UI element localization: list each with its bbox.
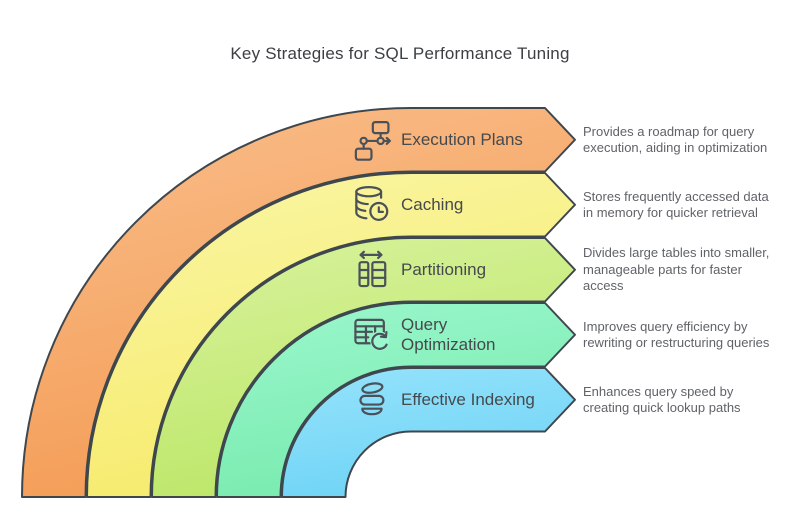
table-refresh-icon [349,313,393,357]
band-description-query-optimization: Improves query efficiency by rewriting o… [583,318,770,350]
band-description-caching: Stores frequently accessed data in memor… [583,188,769,220]
band-label-effective-indexing: Effective Indexing [401,389,535,409]
flowchart-arrow-icon [349,118,393,162]
band-label-caching: Caching [401,194,464,214]
band-label-partitioning: Partitioning [401,259,487,279]
band-description-execution-plans: Provides a roadmap for query execution, … [583,123,768,155]
band-partitioning [151,237,576,498]
layered-disc-icon [349,378,393,422]
band-description-effective-indexing: Enhances query speed by creating quick l… [583,383,741,415]
band-query-optimization [216,302,576,498]
page-title: Key Strategies for SQL Performance Tunin… [230,44,570,63]
band-description-partitioning: Divides large tables into smaller, manag… [583,245,770,294]
database-clock-icon [349,183,393,227]
split-table-icon [349,248,393,292]
band-label-execution-plans: Execution Plans [401,129,523,149]
band-effective-indexing [281,367,576,498]
band-execution-plans [21,107,576,498]
band-caching [86,172,576,498]
band-label-query-optimization: Query Optimization [401,314,496,354]
